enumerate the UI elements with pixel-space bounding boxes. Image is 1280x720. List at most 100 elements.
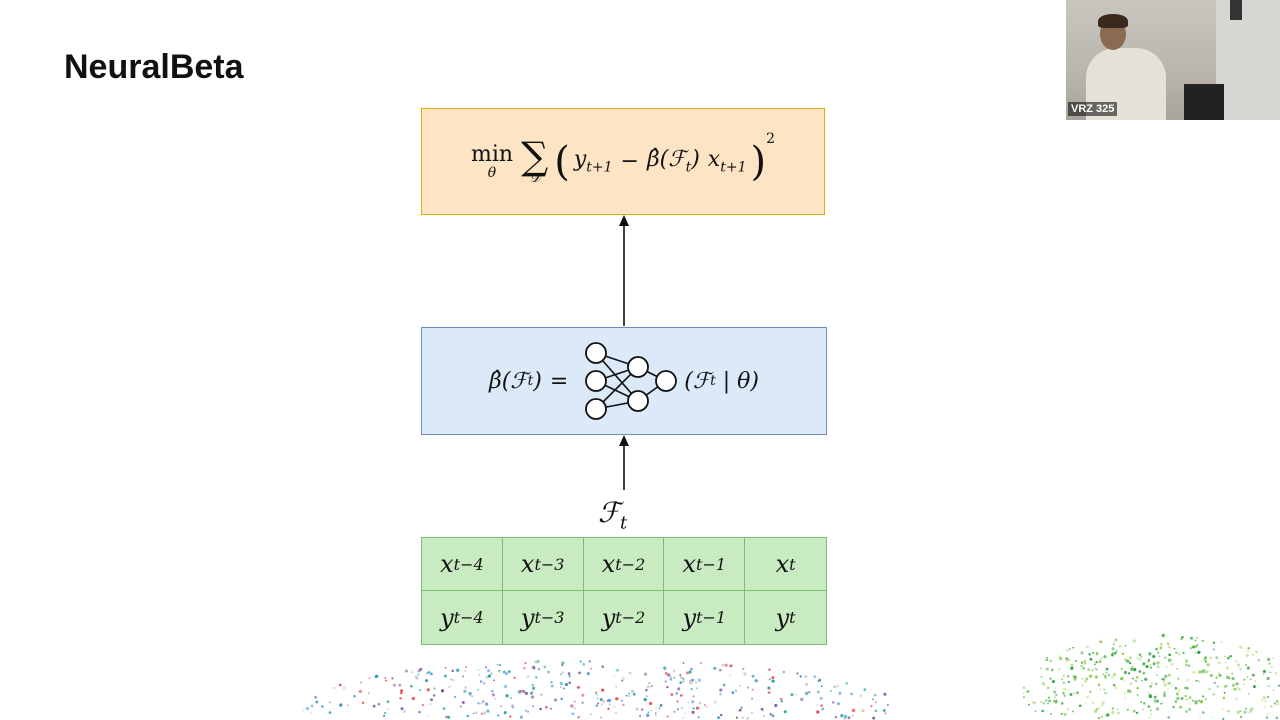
scatter-dot xyxy=(1045,699,1048,702)
scatter-dot xyxy=(1264,700,1267,703)
scatter-dot xyxy=(1239,668,1242,671)
scatter-dot xyxy=(1103,676,1108,680)
scatter-dot xyxy=(1085,677,1089,681)
scatter-dot xyxy=(1105,671,1108,674)
scatter-dot xyxy=(568,681,572,685)
scatter-dot xyxy=(1048,699,1051,703)
scatter-dot xyxy=(1202,668,1205,671)
scatter-dot xyxy=(622,703,625,707)
scatter-dot xyxy=(1274,671,1277,675)
scatter-dot xyxy=(1224,661,1227,664)
scatter-dot xyxy=(523,666,526,670)
scatter-dot xyxy=(386,700,390,704)
scatter-dot xyxy=(1080,651,1084,655)
scatter-dot xyxy=(1153,699,1157,703)
scatter-dot xyxy=(1154,682,1158,686)
scatter-dot xyxy=(1188,707,1192,712)
scatter-dot xyxy=(504,672,509,676)
scatter-dot xyxy=(1133,668,1137,672)
scatter-dot xyxy=(595,691,598,694)
speaker-hair xyxy=(1098,14,1128,28)
scatter-dot xyxy=(1209,673,1213,678)
scatter-dot xyxy=(659,703,663,707)
scatter-dot xyxy=(579,660,582,663)
scatter-dot xyxy=(808,691,811,694)
scatter-dot xyxy=(738,684,741,687)
scatter-dot xyxy=(450,678,452,681)
scatter-dot xyxy=(1112,672,1117,677)
scatter-dot xyxy=(1126,659,1130,663)
scatter-dot xyxy=(487,669,490,672)
scatter-dot xyxy=(361,701,365,705)
scatter-dot xyxy=(1217,672,1220,675)
scatter-dot xyxy=(1072,691,1076,695)
scatter-dot xyxy=(1039,700,1042,703)
scatter-dot xyxy=(1114,686,1118,690)
scatter-dot xyxy=(741,716,745,720)
scatter-dot xyxy=(1245,654,1249,658)
scatter-dot xyxy=(1215,656,1218,659)
scatter-dot xyxy=(790,693,794,697)
scatter-dot xyxy=(627,692,630,695)
scatter-dot xyxy=(1246,650,1250,653)
scatter-dot xyxy=(1265,716,1269,719)
scatter-dot xyxy=(387,708,389,711)
scatter-dot xyxy=(468,692,472,696)
scatter-dot xyxy=(639,714,642,718)
scatter-dot xyxy=(1165,666,1168,668)
scatter-dot xyxy=(461,701,465,704)
scatter-dot xyxy=(1083,660,1086,663)
scatter-dot xyxy=(1060,712,1063,715)
scatter-dot xyxy=(1189,646,1193,650)
scatter-dot xyxy=(581,693,585,697)
scatter-dot xyxy=(1225,666,1230,670)
scatter-dot xyxy=(1066,708,1070,711)
scatter-dot xyxy=(1202,695,1205,698)
scatter-dot xyxy=(456,668,460,672)
scatter-dot xyxy=(1099,658,1102,661)
scatter-dot xyxy=(673,710,676,714)
scatter-dot xyxy=(746,716,750,720)
scatter-dot xyxy=(796,672,799,675)
scatter-dot xyxy=(1080,664,1083,668)
scatter-dot xyxy=(392,683,396,687)
scatter-dot xyxy=(1201,711,1205,715)
scatter-dot xyxy=(713,666,717,670)
scatter-dot xyxy=(429,703,432,706)
scatter-dot xyxy=(402,709,407,713)
scatter-dot xyxy=(1115,649,1118,652)
scatter-dot xyxy=(769,713,772,716)
scatter-dot xyxy=(1180,697,1184,700)
scatter-dot xyxy=(1208,670,1211,672)
scatter-dot xyxy=(1100,657,1103,660)
scatter-dot xyxy=(695,681,697,684)
scatter-dot xyxy=(689,679,692,682)
scatter-dot xyxy=(1060,702,1064,705)
scatter-dot xyxy=(1026,690,1030,693)
scatter-dot xyxy=(1235,697,1238,701)
scatter-dot xyxy=(573,700,577,704)
scatter-dot xyxy=(1184,663,1188,667)
scatter-dot xyxy=(1152,655,1156,658)
scatter-dot xyxy=(1149,684,1153,688)
scatter-dot xyxy=(1190,636,1194,640)
cell-symbol: x xyxy=(520,550,535,578)
scatter-dot xyxy=(821,707,825,711)
scatter-dot xyxy=(615,685,618,689)
scatter-dot xyxy=(688,670,692,674)
scatter-dot xyxy=(400,689,404,693)
scatter-dot xyxy=(1101,701,1105,705)
scatter-dot xyxy=(1266,695,1270,699)
scatter-dot xyxy=(813,675,817,679)
scatter-dot xyxy=(1167,658,1172,662)
scatter-dot xyxy=(399,696,402,700)
scatter-dot xyxy=(1067,658,1071,662)
scatter-dot xyxy=(680,694,683,697)
scatter-dot xyxy=(1236,710,1240,713)
scatter-dot xyxy=(1194,701,1198,705)
scatter-dot xyxy=(524,709,527,712)
scatter-dot xyxy=(1260,699,1264,702)
scatter-dot xyxy=(1220,640,1223,643)
scatter-dot xyxy=(1254,680,1257,683)
scatter-dot xyxy=(560,686,563,689)
